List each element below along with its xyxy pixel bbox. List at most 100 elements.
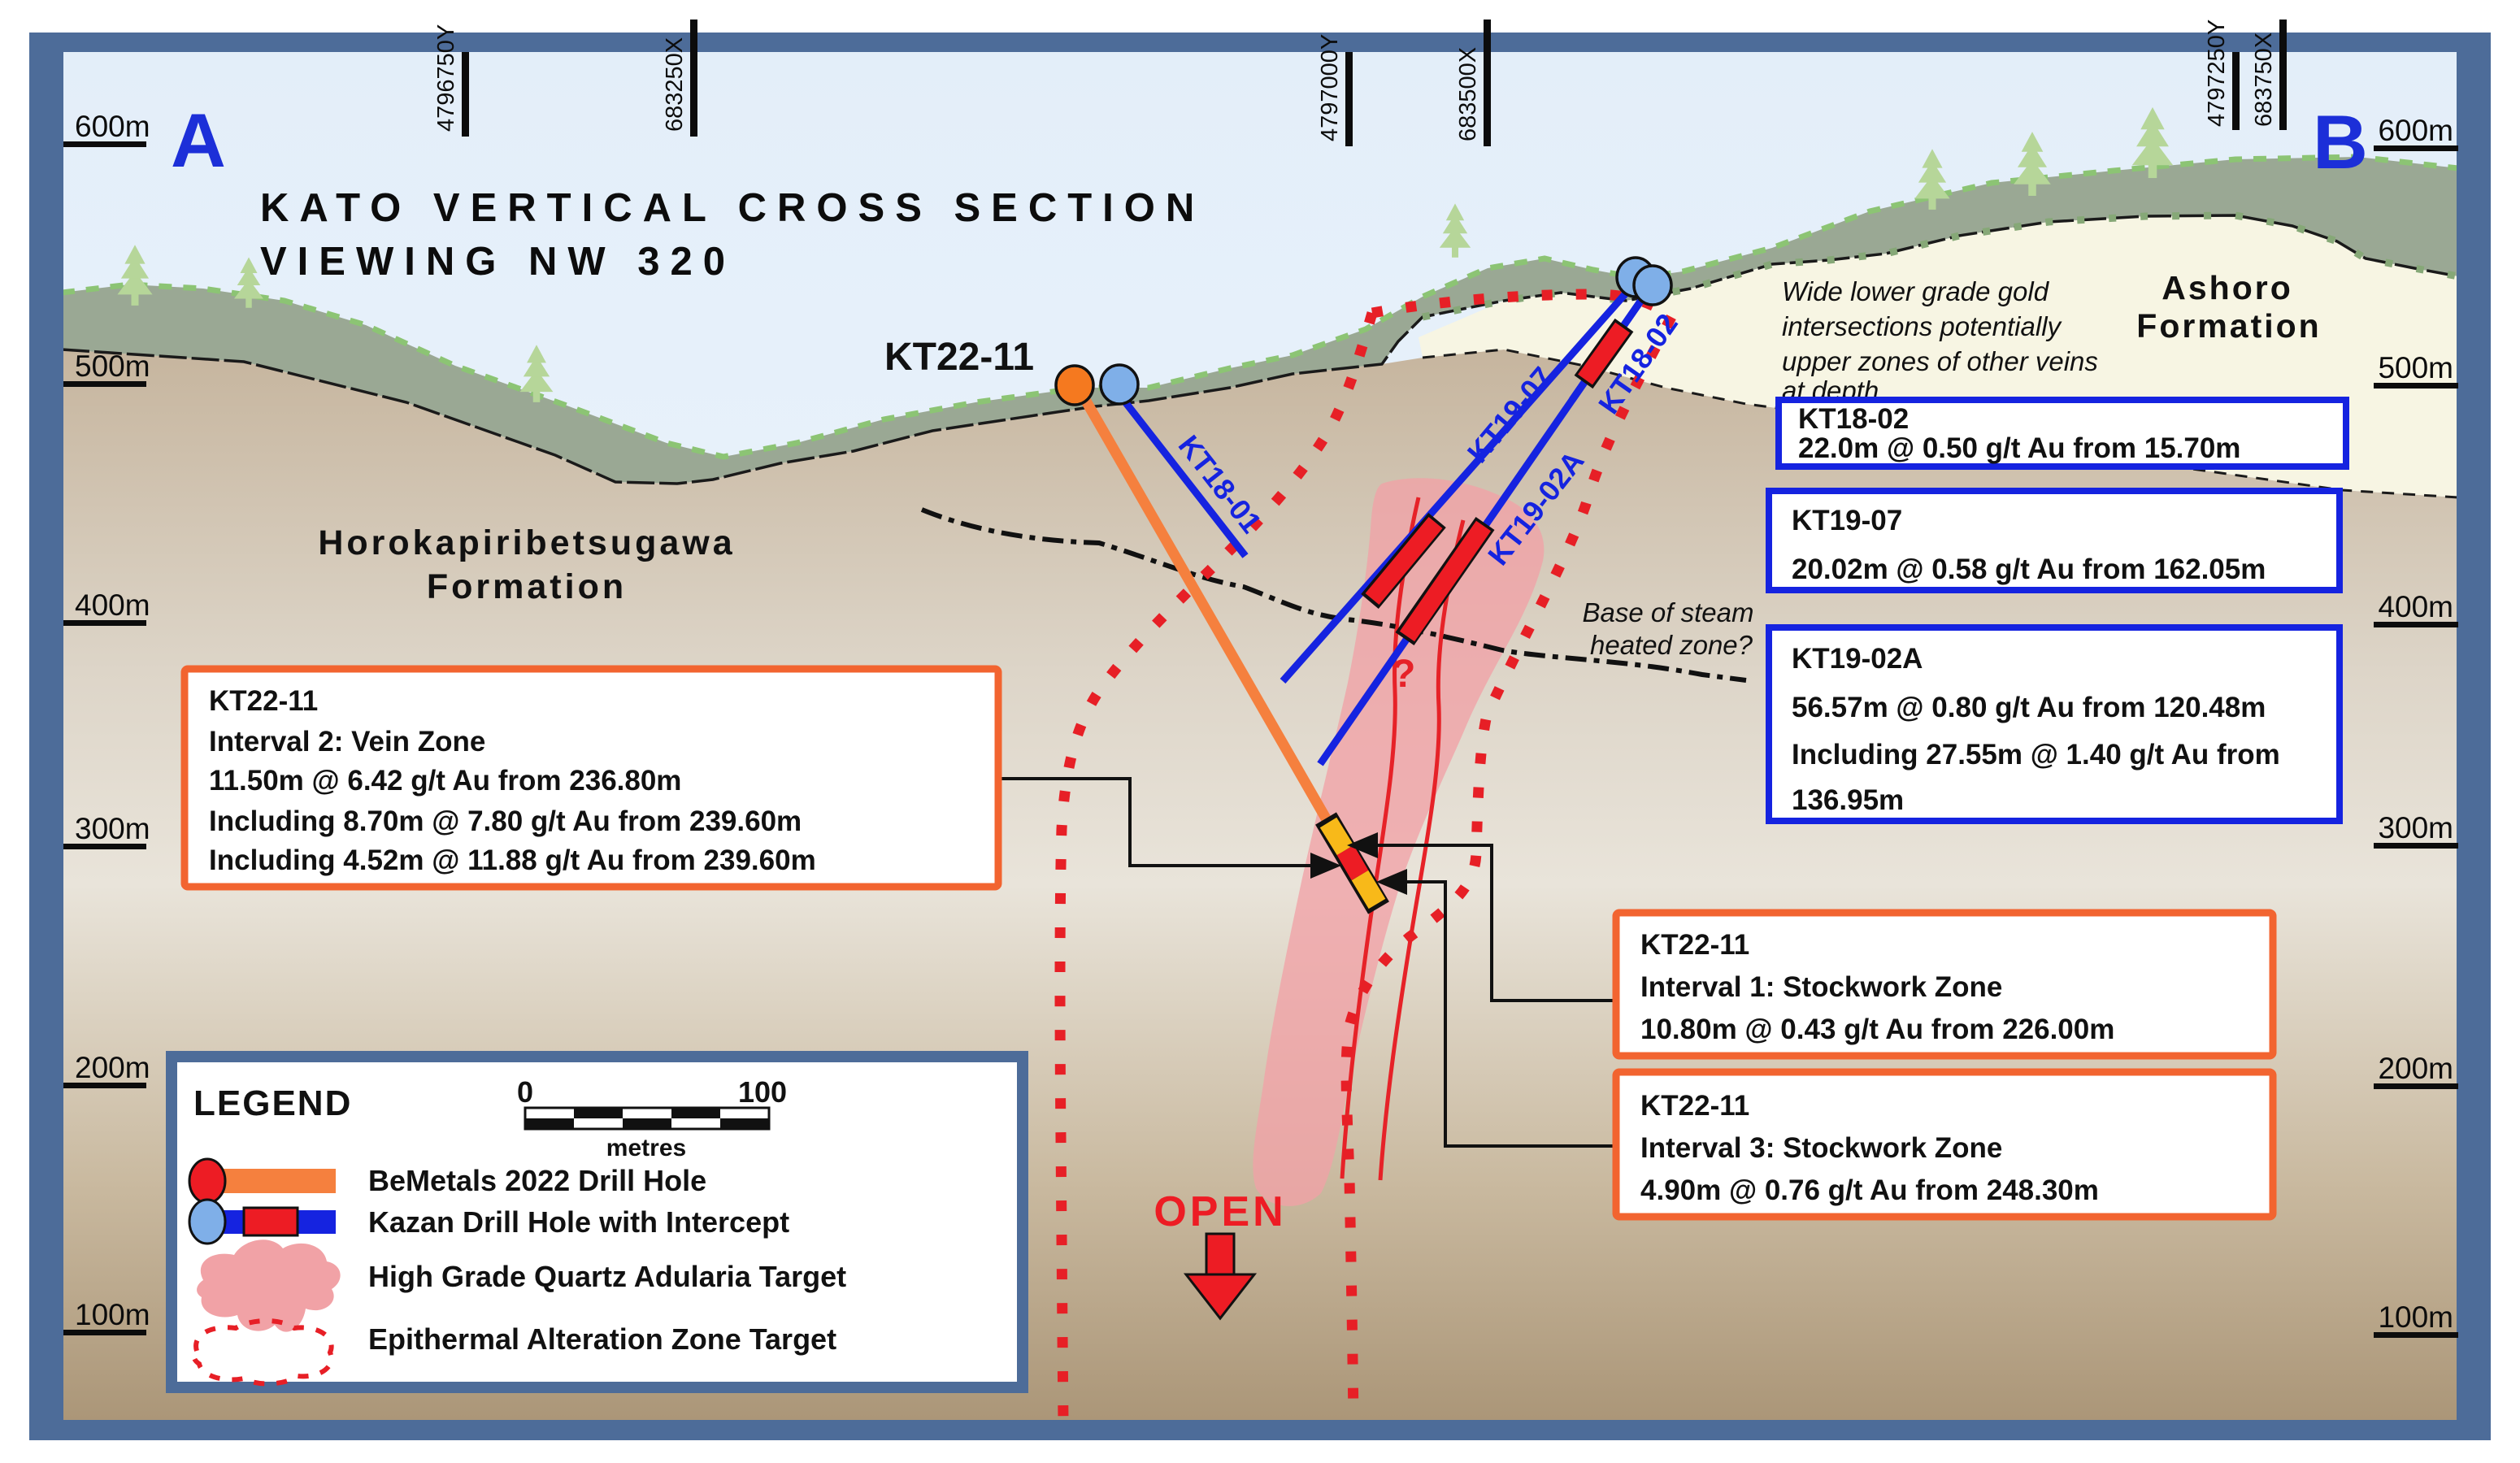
elevation-tick [2374, 383, 2458, 389]
result-box-line: Including 4.52m @ 11.88 g/t Au from 239.… [209, 844, 816, 876]
surface-line [63, 154, 2457, 460]
grid-coordinate-label: 683500X [1455, 47, 1481, 141]
steam-note: Base of steam heated zone? [1583, 597, 1754, 660]
grid-coordinate-label: 4797250Y [2204, 20, 2230, 127]
kt22-11-interval1-intercept [1319, 817, 1354, 856]
result-box-title: KT22-11 [1640, 929, 1749, 961]
drill-hole-kt19-07 [1280, 278, 1640, 684]
scale-bar: 0 100 metres [517, 1075, 787, 1161]
arrowhead-left-icon [1347, 832, 1378, 858]
red-collar-icon [188, 1157, 227, 1205]
grid-tick [2279, 20, 2287, 130]
formation-label-horokapiribetsugawa: Horokapiribetsugawa [318, 523, 735, 562]
result-box-kt18-02: KT18-02 22.0m @ 0.50 g/t Au from 15.70m [1775, 397, 2349, 470]
open-label: OPEN [1154, 1188, 1286, 1235]
pink-blob-icon [197, 1239, 341, 1332]
elevation-label: 100m [2378, 1300, 2453, 1334]
elevation-tick [63, 1330, 146, 1335]
result-box-line: 22.0m @ 0.50 g/t Au from 15.70m [1798, 432, 2240, 464]
depth-note: Wide lower grade gold intersections pote… [1782, 276, 2098, 406]
elevation-label: 500m [75, 349, 150, 383]
drill-hole-kt18-01 [1118, 394, 1249, 558]
steam-heated-zone-line [920, 507, 1747, 683]
drill-hole-kt22-11 [1076, 389, 1333, 826]
high-grade-quartz-adularia-target [1253, 478, 1545, 1206]
elevation-tick [2374, 1083, 2458, 1089]
kt18-01-collar [1099, 363, 1140, 406]
kt22-11-interval2-intercept [1336, 844, 1369, 881]
result-box-title: KT22-11 [1640, 1090, 1749, 1122]
kt18-02-intercept [1578, 322, 1630, 385]
down-arrow-icon [1183, 1273, 1258, 1321]
grid-ticks [462, 20, 2287, 146]
result-box-kt19-02a: KT19-02A 56.57m @ 0.80 g/t Au from 120.4… [1766, 624, 2343, 824]
formation-label-ashoro2: Formation [2136, 307, 2321, 345]
scale-bar-end: 100 [738, 1075, 787, 1109]
result-box-line: 11.50m @ 6.42 g/t Au from 236.80m [209, 765, 681, 797]
vegetation-base-contact-line [63, 214, 2457, 485]
elevation-label: 600m [2378, 114, 2453, 147]
legend-title: LEGEND [193, 1083, 352, 1123]
depth-note-line: intersections potentially [1782, 311, 2063, 341]
drill-holes [1054, 256, 1673, 914]
steam-note-line: Base of steam [1583, 597, 1754, 627]
result-box-line: 10.80m @ 0.43 g/t Au from 226.00m [1640, 1014, 2114, 1045]
elevation-tick [63, 141, 146, 147]
elevation-label: 200m [2378, 1052, 2453, 1085]
vein-line [1378, 519, 1466, 1181]
legend-item-bemetals-drill-hole: BeMetals 2022 Drill Hole [188, 1157, 706, 1205]
figure-title-line2: VIEWING NW 320 [260, 240, 736, 284]
result-box-line: 20.02m @ 0.58 g/t Au from 162.05m [1792, 554, 2266, 585]
result-box-kt19-07: KT19-07 20.02m @ 0.58 g/t Au from 162.05… [1766, 488, 2343, 593]
legend: LEGEND 0 100 metres BeMetals 2022 Drill … [166, 1051, 1028, 1393]
legend-item-label: High Grade Quartz Adularia Target [368, 1260, 846, 1293]
elevation-label: 400m [2378, 590, 2453, 623]
elevation-label: 400m [75, 588, 150, 622]
red-intercept-icon [242, 1206, 299, 1237]
surface-vegetation-band [63, 157, 2457, 484]
leader-interval2 [998, 777, 1325, 867]
elevation-tick [63, 844, 146, 849]
arrowhead-left-icon [1376, 869, 1407, 895]
grid-tick [690, 20, 697, 137]
formation-label-horokapiribetsugawa2: Formation [427, 567, 627, 606]
legend-item-epithermal-zone: Epithermal Alteration Zone Target [191, 1318, 836, 1387]
elevation-tick [2374, 622, 2458, 627]
grid-tick [2232, 52, 2240, 130]
grid-coordinate-label: 4797000Y [1317, 34, 1343, 141]
orange-drill-line-icon [218, 1169, 336, 1193]
kt19-02a-intercept [1399, 520, 1492, 642]
result-box-title: KT19-02A [1792, 643, 1923, 675]
grid-tick [1484, 20, 1491, 146]
legend-item-label: BeMetals 2022 Drill Hole [368, 1164, 706, 1197]
leader-interval1 [1362, 844, 1616, 1002]
section-endpoint-a: A [171, 98, 226, 183]
result-box-line: 4.90m @ 0.76 g/t Au from 248.30m [1640, 1174, 2099, 1206]
scale-bar-unit: metres [606, 1135, 686, 1161]
open-arrow [1183, 1232, 1258, 1321]
depth-note-line: upper zones of other veins [1782, 346, 2098, 376]
grid-coordinate-labels: 4796750Y 683250X 4797000Y 683500X 479725… [433, 20, 2277, 141]
elevation-scale-right: 600m 500m 400m 300m 200m 100m [2374, 114, 2458, 1338]
result-box-kt22-11-interval1: KT22-11 Interval 1: Stockwork Zone 10.80… [1612, 909, 2277, 1060]
grid-coordinate-label: 683750X [2251, 33, 2277, 127]
kt22-11-collar [1054, 364, 1095, 406]
elevation-label: 300m [2378, 811, 2453, 844]
grid-coordinate-label: 4796750Y [433, 24, 459, 132]
legend-item-label: Epithermal Alteration Zone Target [368, 1322, 836, 1356]
grid-tick [462, 52, 469, 137]
elevation-tick [2374, 1332, 2458, 1338]
kt19-collar [1632, 264, 1673, 306]
formation-label-ashoro: Ashoro [2162, 269, 2293, 306]
result-box-title: KT22-11 [209, 685, 318, 717]
elevation-label: 600m [75, 110, 150, 143]
result-box-line: Interval 3: Stockwork Zone [1640, 1132, 2002, 1164]
kt22-11-label: KT22-11 [884, 336, 1034, 379]
elevation-tick [63, 1083, 146, 1088]
result-box-line: 136.95m [1792, 784, 1904, 816]
elevation-label: 500m [2378, 351, 2453, 384]
elevation-label: 200m [75, 1051, 150, 1084]
question-mark-label: ? [1392, 653, 1415, 696]
leader-interval3 [1392, 880, 1616, 1148]
